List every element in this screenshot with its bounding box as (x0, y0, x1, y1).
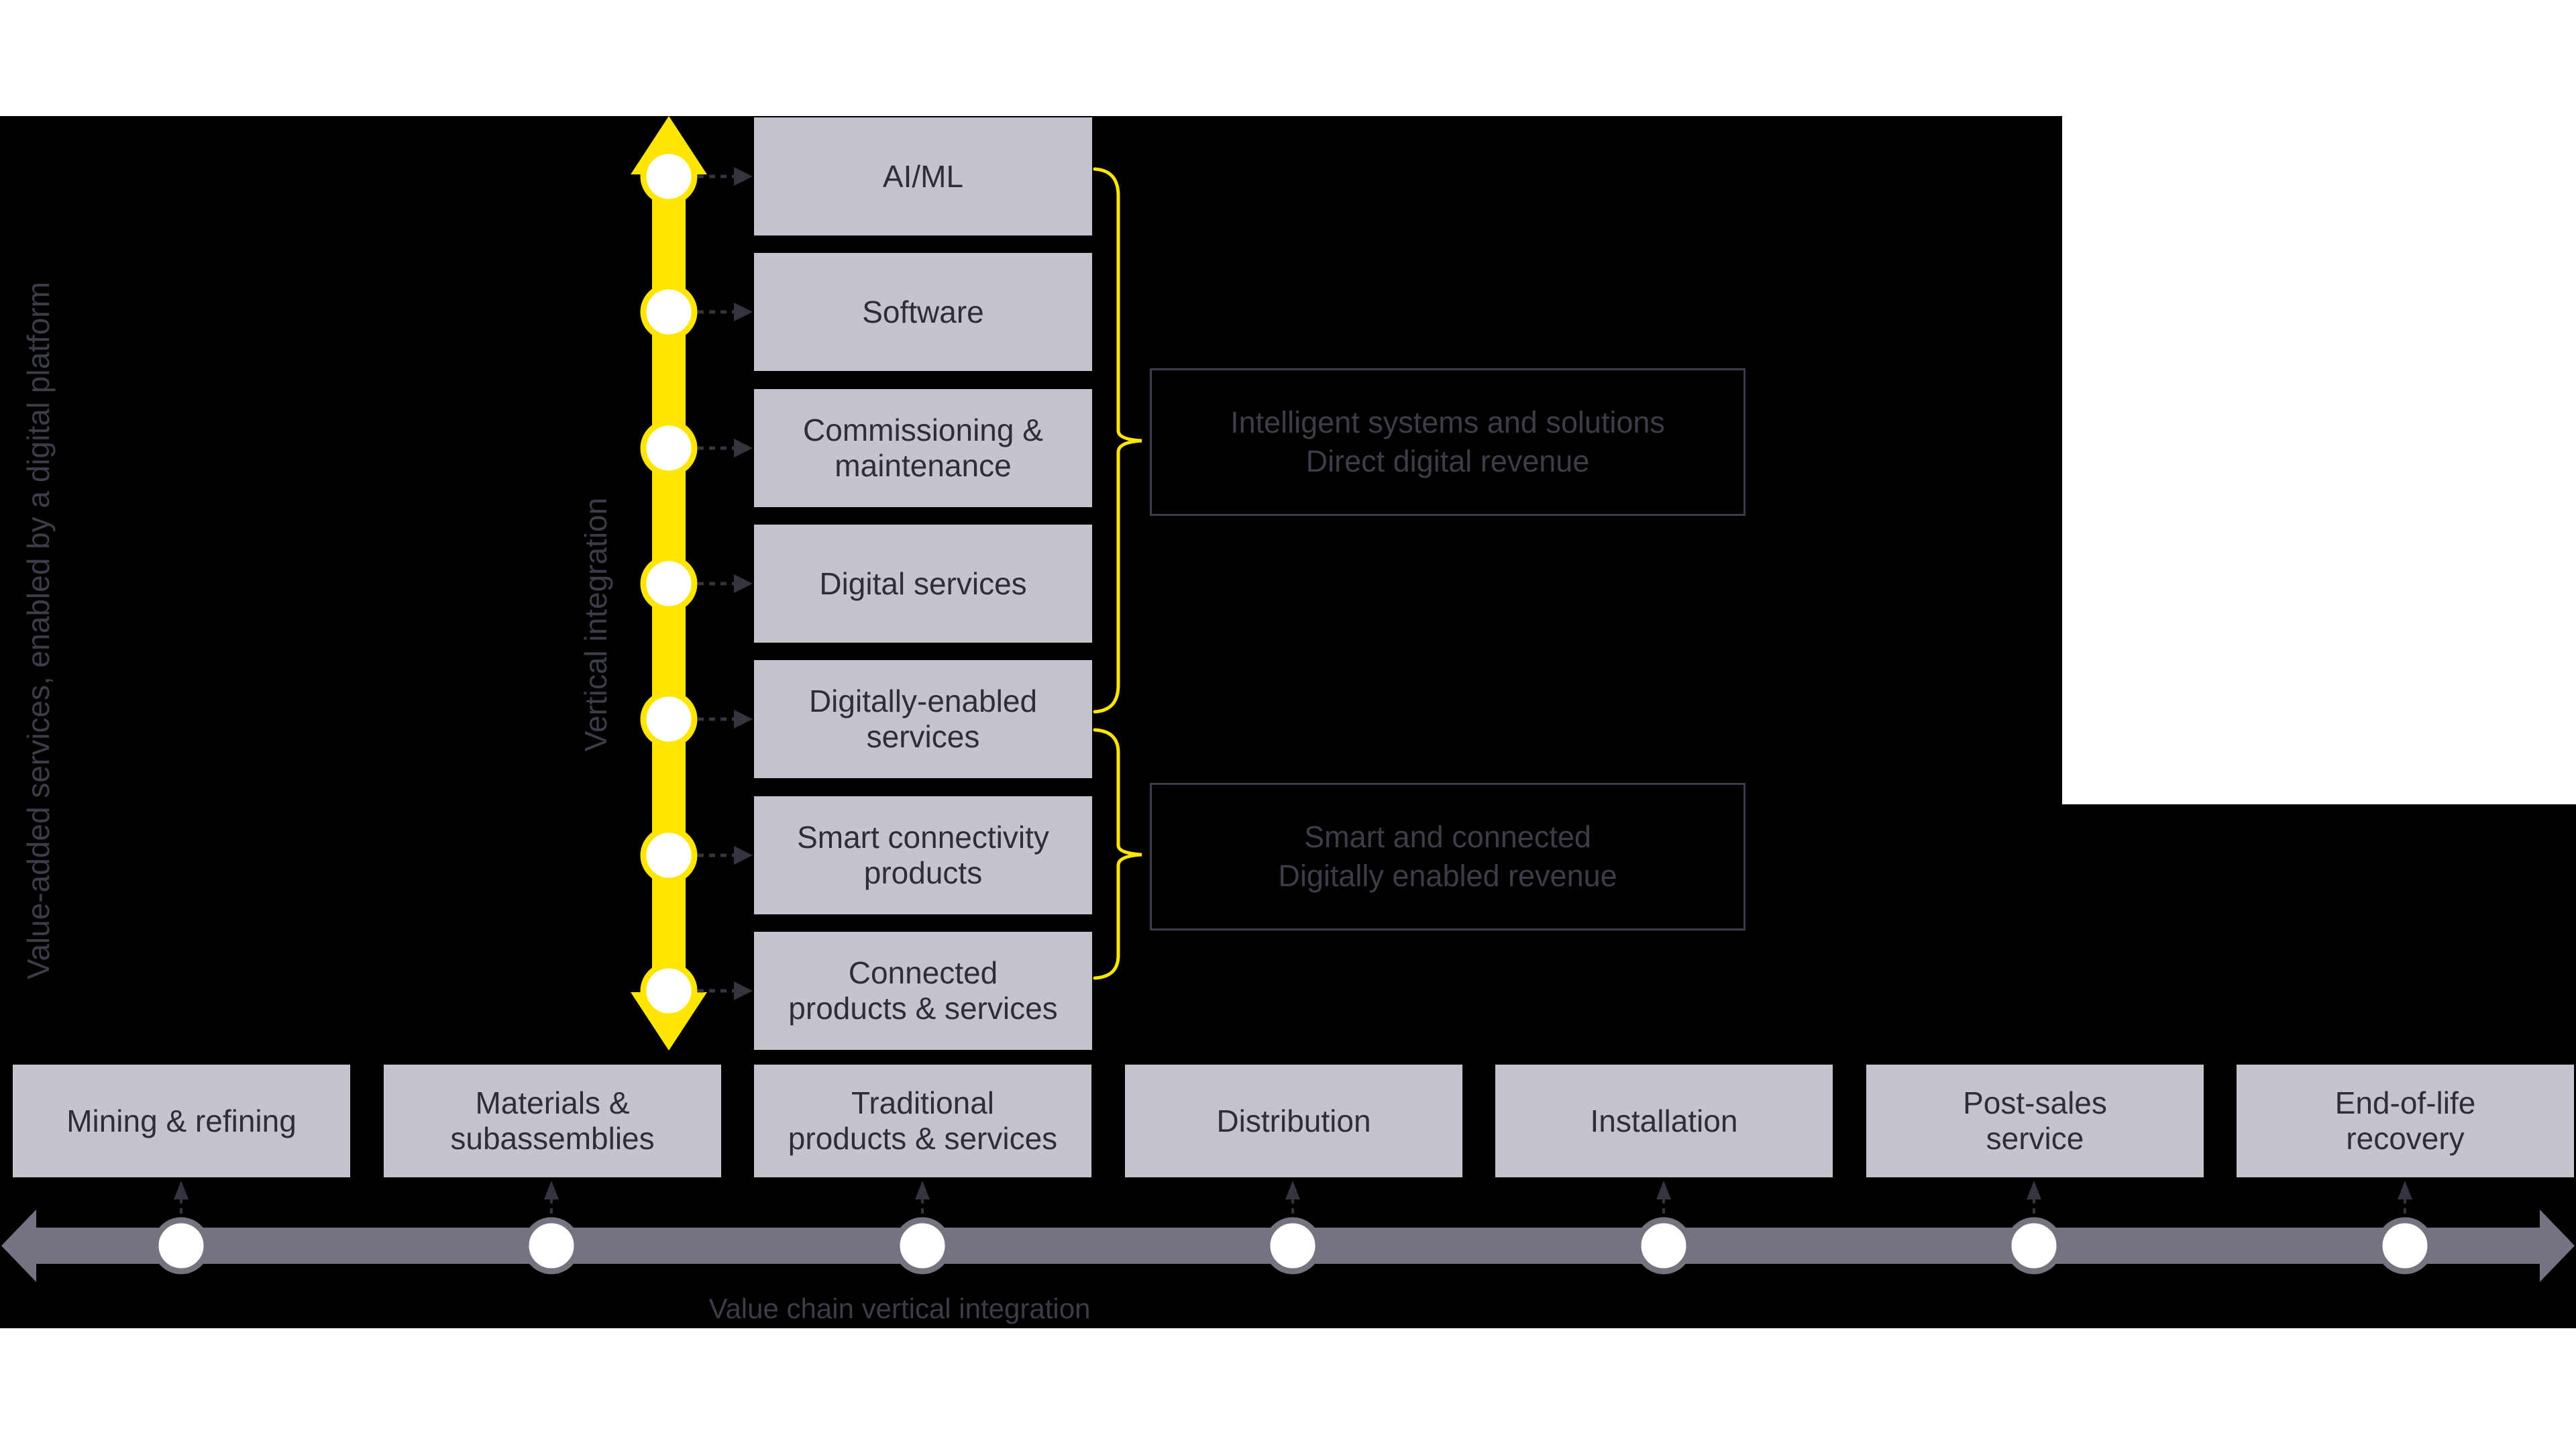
vertical-chain-box-3: Commissioning & maintenance (754, 389, 1092, 507)
value-chain-box-5: Installation (1495, 1065, 1833, 1177)
vertical-chain-box-4: Digital services (754, 525, 1092, 643)
vertical-chain-box-1: AI/ML (754, 117, 1092, 235)
revenue-bracket-icons (1093, 167, 1142, 980)
value-chain-box-6: Post-sales service (1866, 1065, 2204, 1177)
value-chain-axis-label: Value chain vertical integration (708, 1293, 1091, 1324)
value-chain-box-2: Materials & subassemblies (384, 1065, 721, 1177)
revenue-group-box-2: Smart and connected Digitally enabled re… (1150, 783, 1746, 930)
vertical-chain-box-7: Connected products & services (754, 932, 1092, 1050)
vertical-chain-box-6: Smart connectivity products (754, 796, 1092, 914)
value-chain-box-4: Distribution (1125, 1065, 1462, 1177)
vertical-chain-nodes (640, 148, 698, 1020)
vertical-chain-box-5: Digitally-enabled services (754, 660, 1092, 778)
revenue-group-box-1: Intelligent systems and solutions Direct… (1150, 368, 1746, 516)
vertical-node-connector-arrows (698, 167, 753, 1000)
vertical-chain-box-2: Software (754, 253, 1092, 371)
chain-node-connector-arrows (174, 1181, 2412, 1224)
value-chain-box-1: Mining & refining (13, 1065, 350, 1177)
value-chain-box-7: End-of-life recovery (2237, 1065, 2574, 1177)
value-chain-nodes (152, 1217, 2434, 1275)
left-axis-label: Value-added services, enabled by a digit… (21, 282, 56, 979)
vertical-integration-label: Vertical integration (578, 497, 613, 752)
value-chain-box-3: Traditional products & services (754, 1065, 1091, 1177)
